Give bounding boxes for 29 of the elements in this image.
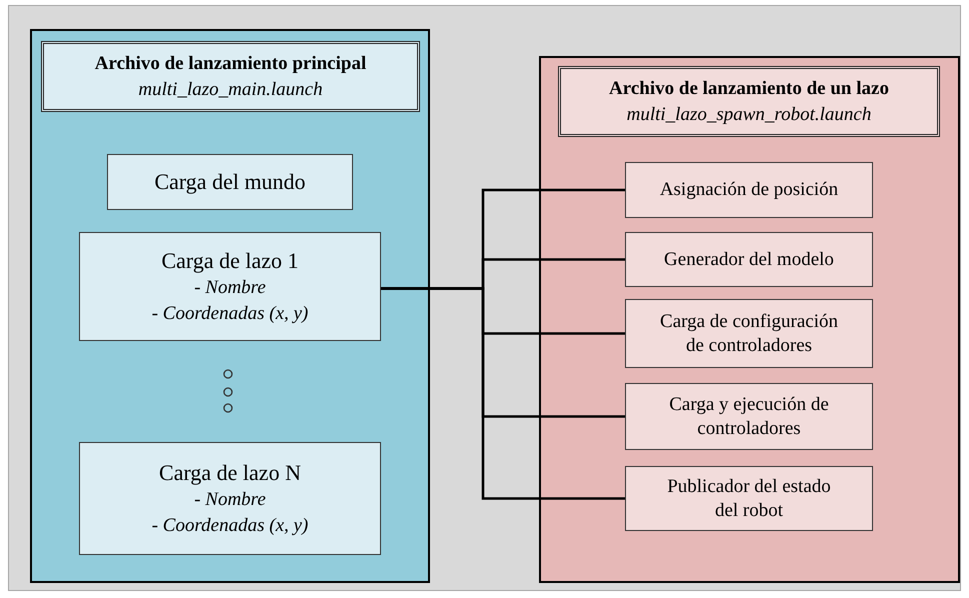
process-box <box>79 232 381 341</box>
list-item: - Coordenadas (x, y) <box>152 302 308 326</box>
title-box <box>558 66 940 137</box>
file-name: multi_lazo_main.launch <box>138 78 323 102</box>
list-item: - Nombre <box>194 276 266 300</box>
box-label: Publicador del estado del robot <box>666 474 832 522</box>
box-label: Generador del modelo <box>663 248 835 272</box>
panel <box>539 56 960 583</box>
panel <box>30 29 430 583</box>
list-item: - Nombre <box>194 488 266 512</box>
box-label: Carga de lazo 1 <box>160 246 300 274</box>
process-box <box>625 232 873 287</box>
process-box <box>79 442 381 555</box>
box-label: Carga de lazo N <box>158 458 302 486</box>
file-name: multi_lazo_spawn_robot.launch <box>626 102 872 126</box>
connector-line <box>381 287 625 500</box>
box-label: Carga de configuración de controladores <box>659 310 839 358</box>
list-item: - Coordenadas (x, y) <box>152 514 308 538</box>
process-box <box>107 154 353 210</box>
title-text: Archivo de lanzamiento principal <box>94 52 366 76</box>
process-box <box>625 299 873 368</box>
process-box <box>625 383 873 450</box>
box-label: Carga del mundo <box>153 168 307 196</box>
title-box <box>41 41 420 112</box>
title-text: Archivo de lanzamiento de un lazo <box>609 76 889 100</box>
process-box <box>625 466 873 531</box>
box-label: Carga y ejecución de controladores <box>668 392 830 440</box>
box-label: Asignación de posición <box>658 178 840 202</box>
process-box <box>625 162 873 218</box>
